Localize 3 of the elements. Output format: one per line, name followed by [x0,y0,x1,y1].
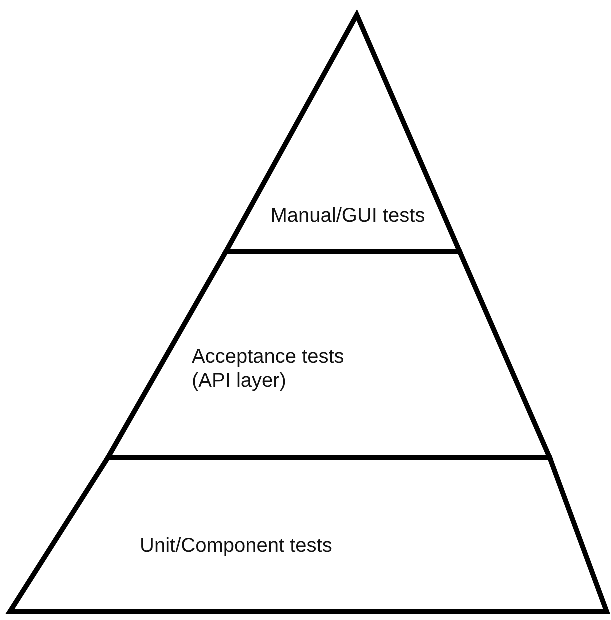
tier-label: Acceptance tests (API layer) [192,345,346,393]
tier-label: Manual/GUI tests [270,204,426,228]
tier-label: Unit/Component tests [140,534,334,558]
